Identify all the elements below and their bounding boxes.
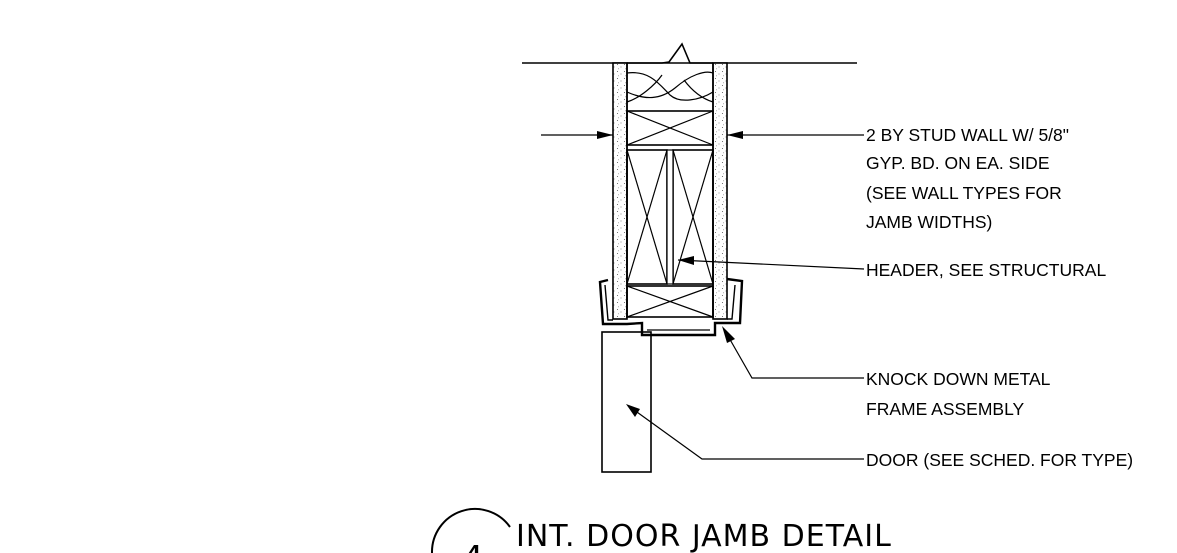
frame-callout-line-2: FRAME ASSEMBLY (866, 399, 1025, 419)
frame-callout: KNOCK DOWN METAL FRAME ASSEMBLY (866, 369, 1051, 419)
frame-callout-line-1: KNOCK DOWN METAL (866, 369, 1051, 389)
door-callout: DOOR (SEE SCHED. FOR TYPE) (866, 450, 1133, 470)
wall-callout: 2 BY STUD WALL W/ 5/8" GYP. BD. ON EA. S… (866, 125, 1069, 232)
header-leader (677, 259, 865, 270)
header-callout: HEADER, SEE STRUCTURAL (866, 260, 1106, 280)
door-leader (629, 406, 864, 460)
detail-number: 4 (462, 539, 484, 553)
wall-callout-line-2: GYP. BD. ON EA. SIDE (866, 153, 1050, 173)
detail-number-bubble (430, 507, 511, 553)
wall-callout-line-3: (SEE WALL TYPES FOR (866, 183, 1062, 203)
detail-title: INT. DOOR JAMB DETAIL (516, 519, 892, 553)
wall-callout-line-4: JAMB WIDTHS) (866, 212, 992, 232)
break-line-symbol (627, 42, 713, 64)
top-plate-block (626, 110, 714, 146)
bottom-plate-block (626, 285, 714, 318)
header-spacer (666, 149, 674, 285)
metal-frame-assembly (598, 277, 744, 337)
door-leaf (601, 331, 652, 473)
frame-leader (723, 328, 864, 379)
gypsum-board-right (712, 62, 728, 320)
insulation-symbol (626, 71, 714, 101)
wall-callout-line-1: 2 BY STUD WALL W/ 5/8" (866, 125, 1069, 145)
gypsum-board-left (612, 62, 628, 320)
